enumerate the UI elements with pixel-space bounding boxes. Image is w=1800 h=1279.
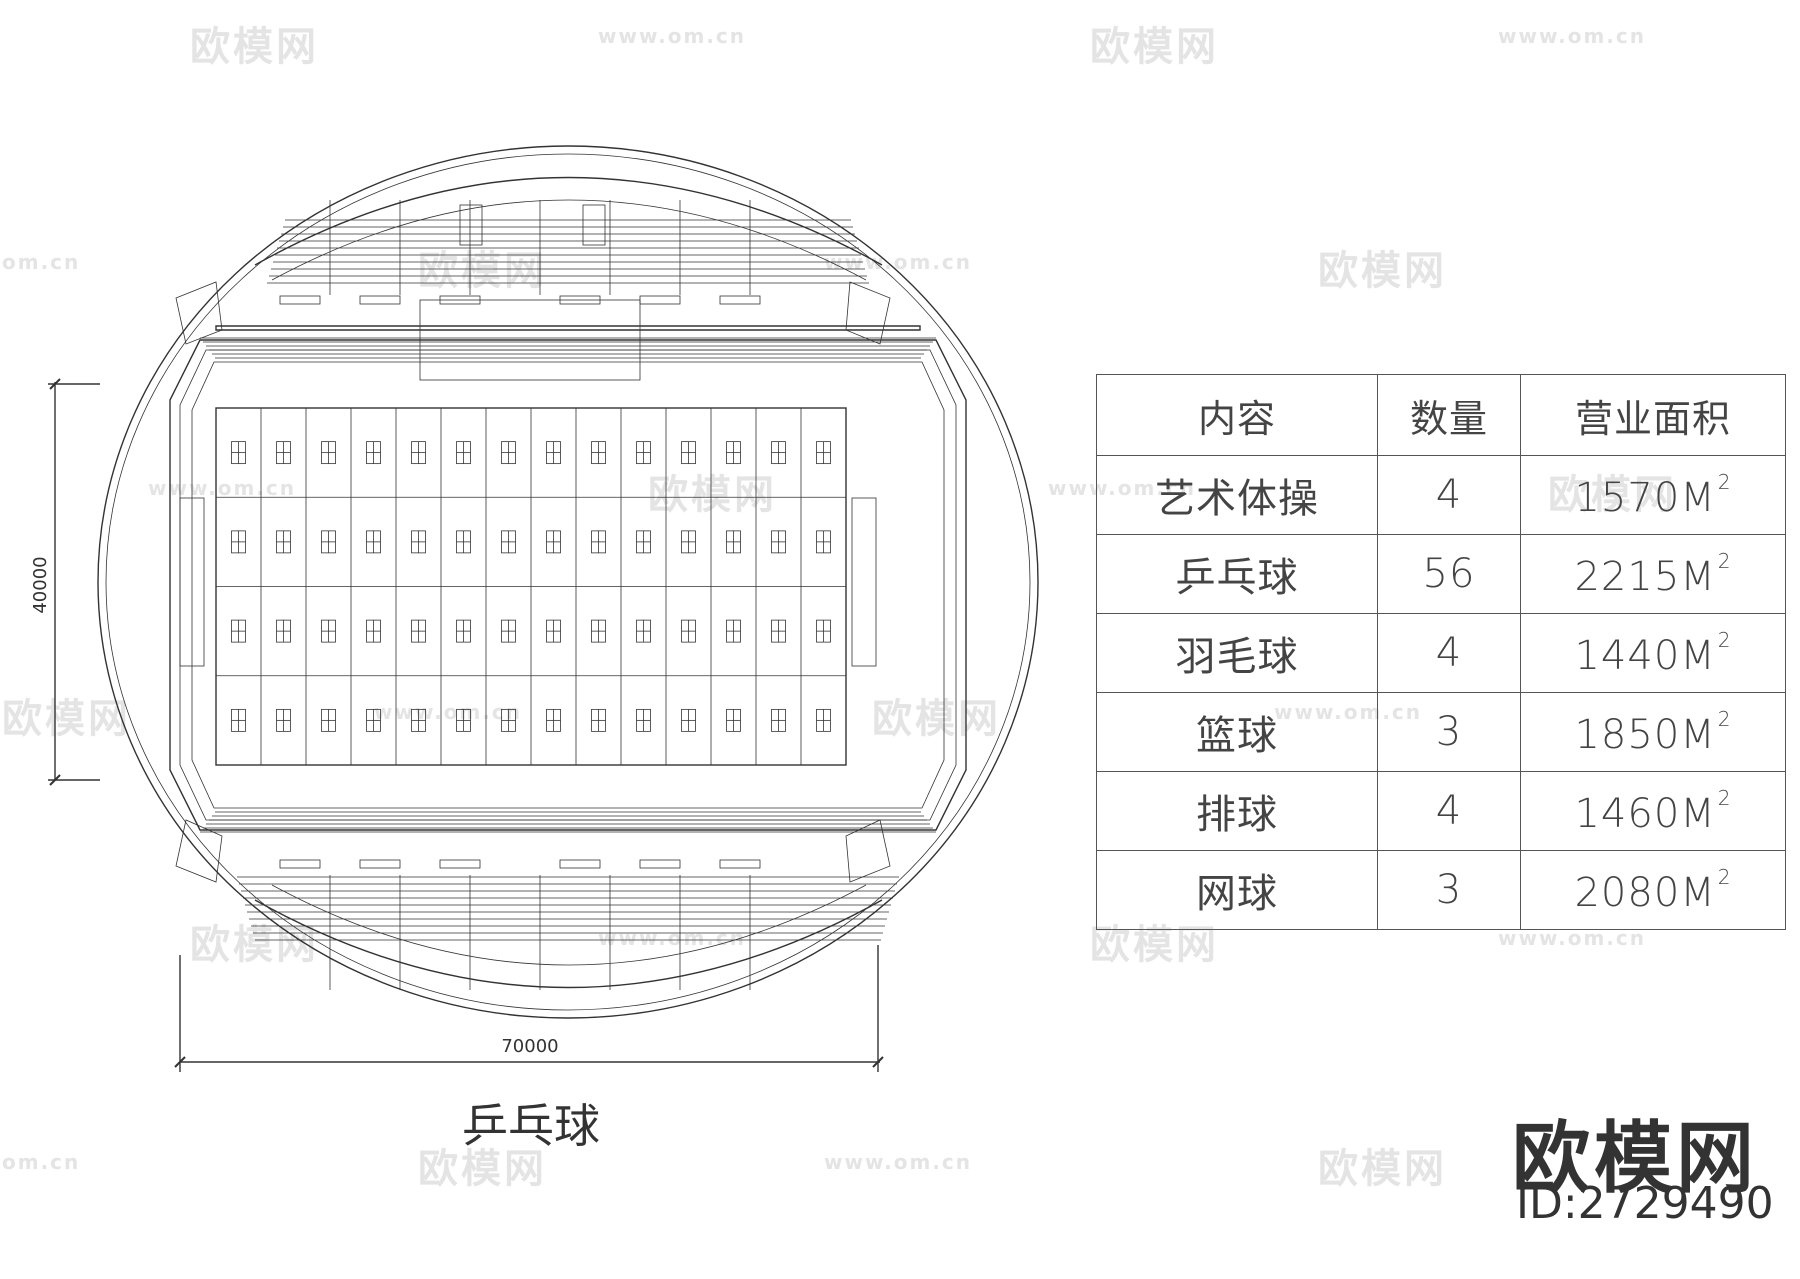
watermark-logo: 欧模网 bbox=[1318, 1146, 1447, 1192]
stand-frame bbox=[169, 339, 967, 831]
watermark-logo: 欧模网 bbox=[1090, 24, 1219, 70]
watermark-url: www.om.cn bbox=[824, 1150, 973, 1174]
item-name: 艺术体操 bbox=[1096, 455, 1378, 535]
vent-block bbox=[279, 859, 321, 869]
item-name: 排球 bbox=[1096, 771, 1378, 851]
watermark-logo: 欧模网 bbox=[1318, 248, 1447, 294]
north-stand-edge bbox=[215, 325, 921, 331]
watermark-url: om.cn bbox=[2, 1150, 81, 1174]
vent-block bbox=[359, 859, 401, 869]
watermark-logo: 欧模网 bbox=[418, 248, 547, 294]
item-count: 4 bbox=[1377, 455, 1521, 535]
item-count: 4 bbox=[1377, 771, 1521, 851]
item-name: 羽毛球 bbox=[1096, 613, 1378, 693]
vent-block bbox=[719, 859, 761, 869]
watermark-logo: 欧模网 bbox=[2, 696, 131, 742]
column-header: 数量 bbox=[1377, 374, 1521, 456]
plan-title: 乒乓球 bbox=[462, 1099, 600, 1153]
item-count: 4 bbox=[1377, 613, 1521, 693]
watermark-logo: 欧模网 bbox=[190, 922, 319, 968]
height-dimension-label: 40000 bbox=[30, 556, 51, 613]
watermark-url: www.om.cn bbox=[598, 24, 747, 48]
item-count: 3 bbox=[1377, 850, 1521, 930]
watermark-logo: 欧模网 bbox=[190, 24, 319, 70]
brand-logo: 欧模网 bbox=[1512, 1114, 1759, 1204]
vent-block bbox=[279, 295, 321, 305]
watermark-url: www.om.cn bbox=[598, 926, 747, 950]
vent-block bbox=[719, 295, 761, 305]
watermark-url: www.om.cn bbox=[148, 476, 297, 500]
top-arc bbox=[254, 176, 883, 266]
item-name: 篮球 bbox=[1096, 692, 1378, 772]
brand-id: ID:2729490 bbox=[1516, 1178, 1774, 1229]
outer-shell-inner bbox=[105, 153, 1031, 1011]
watermark-logo: 欧模网 bbox=[418, 1146, 547, 1192]
watermark-url: www.om.cn bbox=[374, 700, 523, 724]
watermark-url: www.om.cn bbox=[1498, 926, 1647, 950]
watermark-logo: 欧模网 bbox=[872, 696, 1001, 742]
width-dimension-label: 70000 bbox=[501, 1036, 558, 1057]
vent-block bbox=[439, 295, 481, 305]
item-name: 网球 bbox=[1096, 850, 1378, 930]
bottom-arc bbox=[254, 899, 883, 989]
column-header: 内容 bbox=[1096, 374, 1378, 456]
vent-block bbox=[439, 859, 481, 869]
watermark-url: om.cn bbox=[2, 250, 81, 274]
vent-block bbox=[639, 859, 681, 869]
item-count: 3 bbox=[1377, 692, 1521, 772]
item-name: 乒乓球 bbox=[1096, 534, 1378, 614]
item-count: 56 bbox=[1377, 534, 1521, 614]
vent-block bbox=[359, 295, 401, 305]
table-header-row: 内容 数量 营业面积 bbox=[1096, 374, 1786, 456]
outer-shell bbox=[97, 145, 1039, 1019]
vent-block bbox=[559, 295, 601, 305]
column-header: 营业面积 bbox=[1520, 374, 1786, 456]
vent-block bbox=[639, 295, 681, 305]
watermark-logo: 欧模网 bbox=[1090, 922, 1219, 968]
vent-block bbox=[559, 859, 601, 869]
watermark-url: www.om.cn bbox=[1498, 24, 1647, 48]
